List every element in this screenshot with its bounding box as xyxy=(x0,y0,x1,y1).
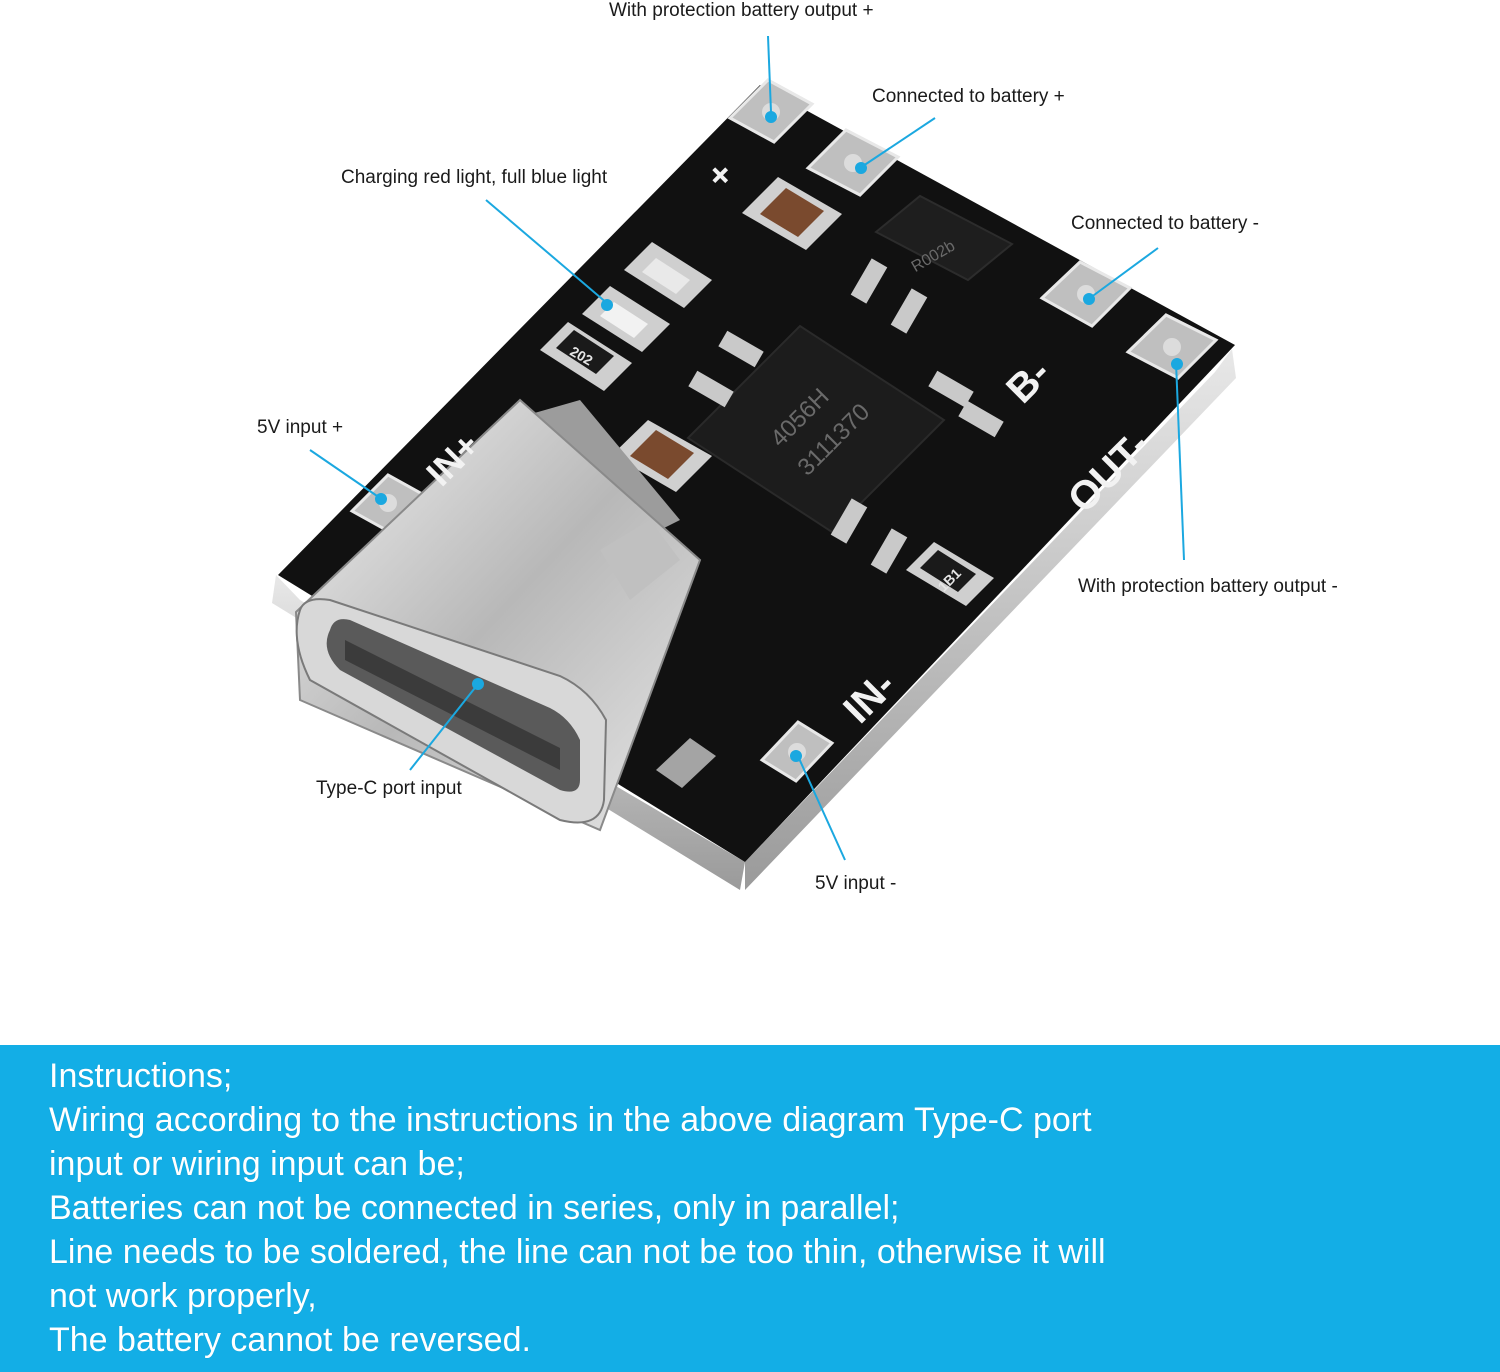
instructions-heading: Instructions; xyxy=(49,1057,233,1095)
callout-in-plus: 5V input + xyxy=(257,417,344,438)
typec-connector xyxy=(294,398,716,832)
capacitors xyxy=(612,177,842,492)
instruction-line: The battery cannot be reversed. xyxy=(49,1321,531,1359)
solder-pads xyxy=(349,78,1219,783)
charger-ic xyxy=(686,258,1004,574)
instruction-line: not work properly, xyxy=(49,1277,317,1315)
instructions-panel: Instructions; Wiring according to the in… xyxy=(0,1045,1500,1372)
module-diagram: + B- OUT- IN+ IN- 4056H 3111370 R002b 20… xyxy=(272,35,1236,890)
instruction-line: Wiring according to the instructions in … xyxy=(49,1101,1092,1139)
resistors xyxy=(540,322,994,606)
callout-in-minus: 5V input - xyxy=(815,873,897,894)
mosfet xyxy=(874,194,1014,282)
instruction-line: input or wiring input can be; xyxy=(49,1145,465,1183)
instruction-line: Batteries can not be connected in series… xyxy=(49,1189,900,1227)
callout-out-plus: With protection battery output + xyxy=(609,0,874,21)
callout-led: Charging red light, full blue light xyxy=(341,167,608,188)
callout-bat-minus: Connected to battery - xyxy=(1071,213,1259,234)
instruction-line: Line needs to be soldered, the line can … xyxy=(49,1233,1106,1271)
callout-out-minus: With protection battery output - xyxy=(1078,576,1338,597)
leader-lines xyxy=(309,35,1185,861)
callout-typec: Type-C port input xyxy=(316,778,462,799)
callout-bat-plus: Connected to battery + xyxy=(872,86,1065,107)
